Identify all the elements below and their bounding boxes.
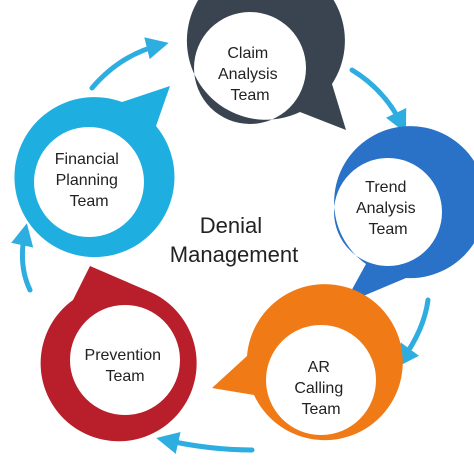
node-prevention-line-2: Team (105, 368, 144, 385)
node-financial-line-3: Team (69, 193, 108, 210)
node-trend-analysis-team: Trend Analysis Team (334, 126, 474, 304)
node-ar-shape (212, 284, 403, 441)
node-claim-line-3: Team (230, 87, 269, 104)
node-claim-analysis-team: Claim Analysis Team (186, 0, 346, 130)
node-financial-shape (14, 86, 175, 258)
node-ar-line-3: Team (301, 401, 340, 418)
arrow-claim-to-trend (349, 67, 407, 134)
svg-text:Trend Analysis Tea: Trend Analysis Team (356, 179, 420, 238)
node-financial-line-1: Financial (55, 151, 119, 168)
svg-text:Financial Planning: Financial Planning Team (55, 151, 123, 210)
svg-text:Claim Analysis Tea: Claim Analysis Team (218, 45, 282, 104)
node-ar-calling-team: AR Calling Team (212, 284, 403, 441)
node-claim-shape (186, 0, 346, 130)
node-claim-line-1: Claim (227, 45, 268, 62)
arrow-ar-to-prevention (156, 431, 255, 454)
node-prevention-line-1: Prevention (85, 347, 162, 364)
node-prevention-team: Prevention Team (40, 266, 197, 442)
node-trend-line-3: Team (368, 221, 407, 238)
center-title: Denial Management (170, 213, 298, 267)
node-ar-line-2: Calling (294, 380, 343, 397)
arrow-financial-to-claim (89, 37, 169, 91)
flow-arrows (11, 37, 431, 454)
svg-text:Prevention Team: Prevention Team (85, 347, 166, 385)
node-trend-line-2: Analysis (356, 200, 416, 217)
arrow-trend-to-ar (396, 297, 431, 368)
node-financial-line-2: Planning (56, 172, 118, 189)
node-claim-line-2: Analysis (218, 66, 278, 83)
arrow-prevention-to-financial (11, 223, 34, 293)
node-trend-shape (334, 126, 474, 304)
node-trend-line-1: Trend (365, 179, 406, 196)
svg-text:AR Calling Team: AR Calling Team (294, 359, 347, 418)
center-title-line-2: Management (170, 242, 298, 267)
node-prevention-shape (40, 266, 197, 442)
node-ar-line-1: AR (308, 359, 330, 376)
center-title-line-1: Denial (200, 213, 262, 238)
node-financial-planning-team: Financial Planning Team (14, 86, 175, 258)
